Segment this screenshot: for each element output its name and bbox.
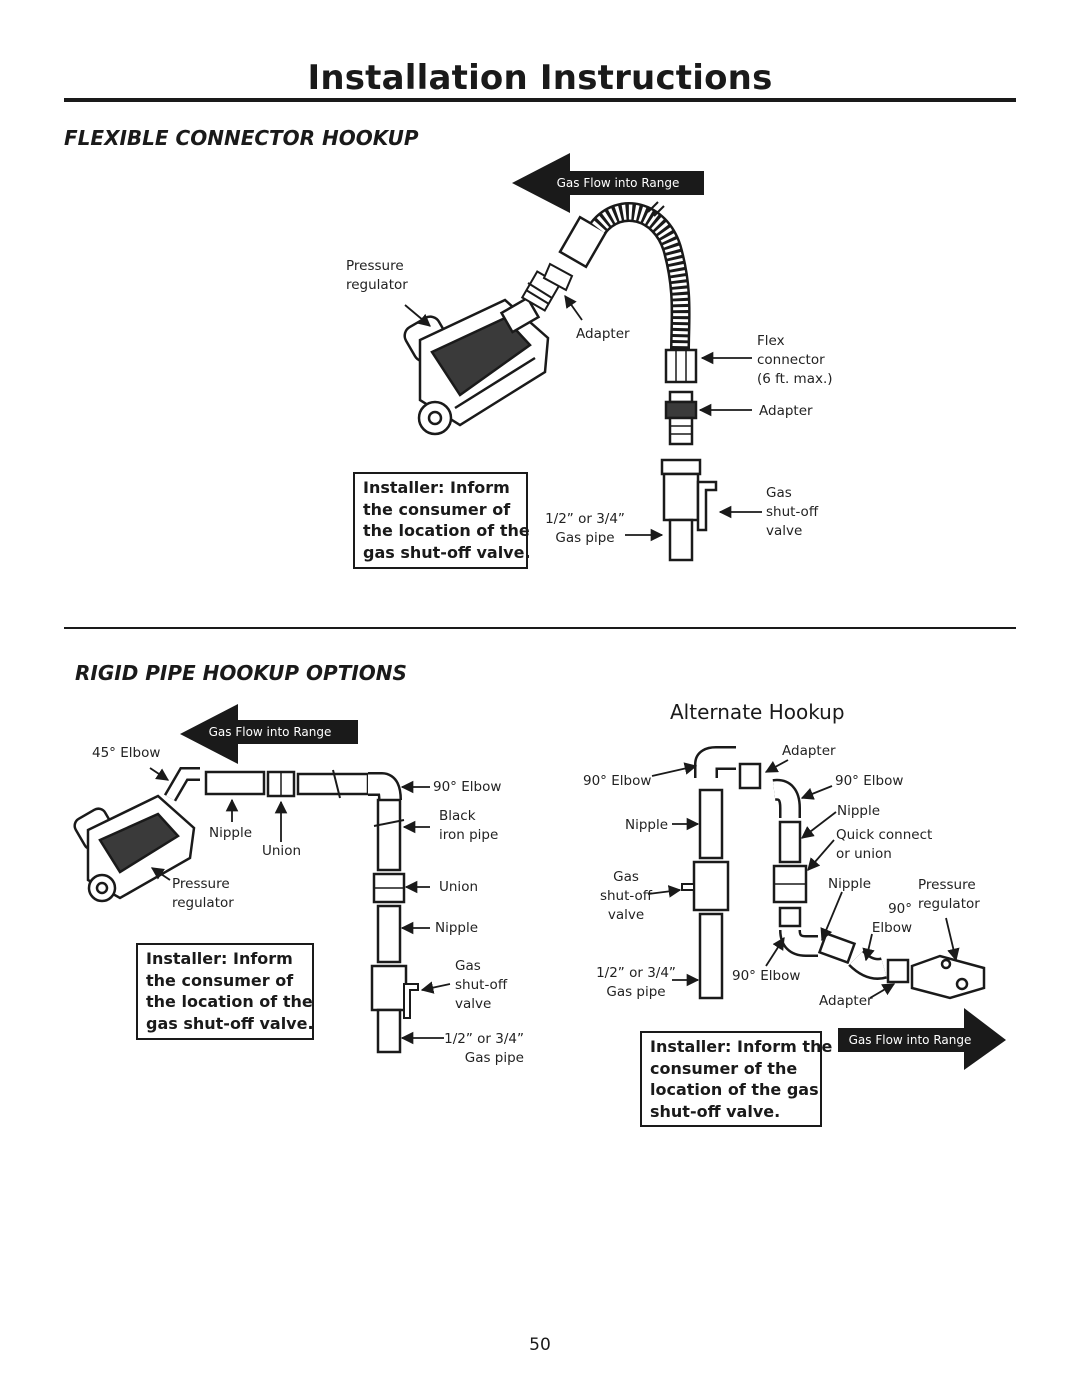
label-nipple-alt-right: Nipple <box>837 803 881 819</box>
adapter-right-icon <box>664 390 698 446</box>
label-gas-shutoff-alt: Gas shut-off valve <box>599 869 653 923</box>
label-90-elbow-alt-bottom: 90° Elbow <box>732 968 801 984</box>
label-adapter-alt-top: Adapter <box>782 743 836 759</box>
label-45-elbow: 45° Elbow <box>92 745 161 761</box>
label-flex-connector: Flex connector (6 ft. max.) <box>757 333 833 387</box>
label-gas-shutoff-rigid: Gas shut-off valve <box>455 958 508 1012</box>
label-adapter-alt-bottom: Adapter <box>819 993 873 1009</box>
gas-shutoff-valve-icon <box>660 458 718 562</box>
label-black-iron-pipe: Black iron pipe <box>439 808 499 843</box>
label-gas-pipe-rigid: 1/2” or 3/4” Gas pipe <box>444 1031 524 1066</box>
label-union: Union <box>262 843 302 859</box>
svg-text:Gas Flow into Range: Gas Flow into Range <box>849 1033 972 1047</box>
flex-connector-nut-icon <box>558 215 608 269</box>
rigid-pipe-heading: RIGID PIPE HOOKUP OPTIONS <box>75 661 407 685</box>
adapter-fitting-icon <box>520 262 574 312</box>
label-nipple: Nipple <box>209 825 253 841</box>
label-gas-shutoff-valve: Gas shut-off valve <box>766 485 819 539</box>
label-90-elbow-alt-lower: 90° Elbow <box>871 901 912 936</box>
flexible-connector-heading: FLEXIBLE CONNECTOR HOOKUP <box>64 126 419 150</box>
label-nipple-alt-left: Nipple <box>625 817 669 833</box>
label-adapter: Adapter <box>576 326 630 342</box>
pressure-regulator-rigid-icon <box>73 794 196 903</box>
pressure-regulator-icon <box>403 296 550 436</box>
label-nipple-right: Nipple <box>435 920 479 936</box>
gas-flow-arrow-alternate: Gas Flow into Range <box>838 1008 1006 1070</box>
label-pressure-regulator-rigid: Pressure regulator <box>172 876 234 911</box>
label-union-right: Union <box>439 879 479 895</box>
label-gas-pipe-alt: 1/2” or 3/4” Gas pipe <box>596 965 676 1000</box>
label-gas-pipe: 1/2” or 3/4” Gas pipe <box>545 511 625 546</box>
label-adapter-right: Adapter <box>759 403 813 419</box>
section-divider <box>64 627 1016 629</box>
installer-note-rigid: Installer: Inform the consumer of the lo… <box>136 943 314 1040</box>
label-pressure-regulator-alt: Pressure regulator <box>918 877 980 912</box>
gas-flow-arrow-rigid: Gas Flow into Range <box>180 704 358 764</box>
installer-note-flexible: Installer: Inform the consumer of the lo… <box>353 472 531 569</box>
alternate-hookup-heading: Alternate Hookup <box>670 700 845 724</box>
gas-flow-label: Gas Flow into Range <box>557 176 680 190</box>
label-nipple-alt-lower: Nipple <box>828 876 872 892</box>
label-90-elbow-alt-left: 90° Elbow <box>583 773 652 789</box>
label-quick-connect: Quick connect or union <box>836 827 933 862</box>
label-90-elbow-alt-right: 90° Elbow <box>835 773 904 789</box>
gas-flow-arrow-flexible: Gas Flow into Range <box>512 153 704 213</box>
label-pressure-regulator: Pressure regulator <box>346 258 408 293</box>
page-title: Installation Instructions <box>307 58 773 98</box>
svg-text:Gas Flow into Range: Gas Flow into Range <box>209 725 332 739</box>
label-90-elbow: 90° Elbow <box>433 779 502 795</box>
flex-bottom-nut-icon <box>664 348 698 384</box>
page-number: 50 <box>529 1335 551 1355</box>
installer-note-alternate: Installer: Inform the consumer of the lo… <box>640 1031 832 1127</box>
pressure-regulator-alt-icon <box>910 954 986 1000</box>
title-divider <box>64 98 1016 102</box>
